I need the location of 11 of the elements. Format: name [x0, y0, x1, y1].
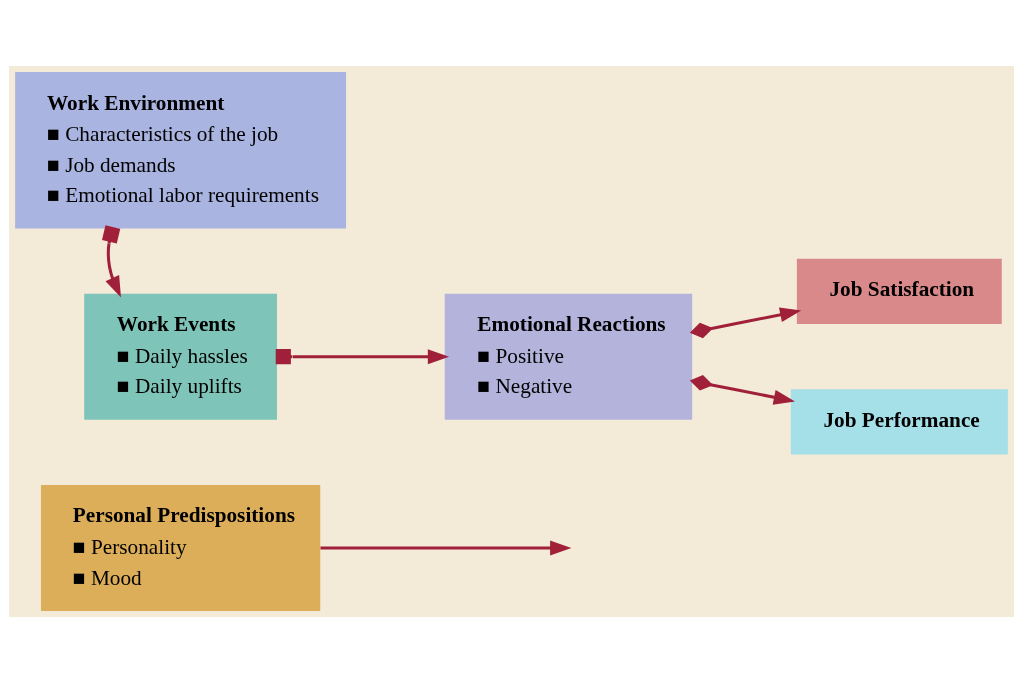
arrow — [275, 349, 449, 365]
node-box: Personal Predispositions ■ Personality ■ Mood — [40, 484, 320, 611]
node-box: Work Environment ■ Characteristics of the job ■ Job demands ■ Emotional labor requirements — [14, 72, 346, 229]
arrow — [689, 307, 801, 339]
arrow — [101, 225, 121, 298]
node-box: Emotional Reactions ■ Positive ■ Negative — [444, 293, 692, 420]
arrow — [689, 375, 795, 405]
node-box: Job Performance — [790, 389, 1008, 455]
node-box: Job Satisfaction — [796, 258, 1002, 325]
arrow — [320, 540, 571, 556]
node-box: Work Events ■ Daily hassles ■ Daily uplifts — [83, 293, 277, 420]
